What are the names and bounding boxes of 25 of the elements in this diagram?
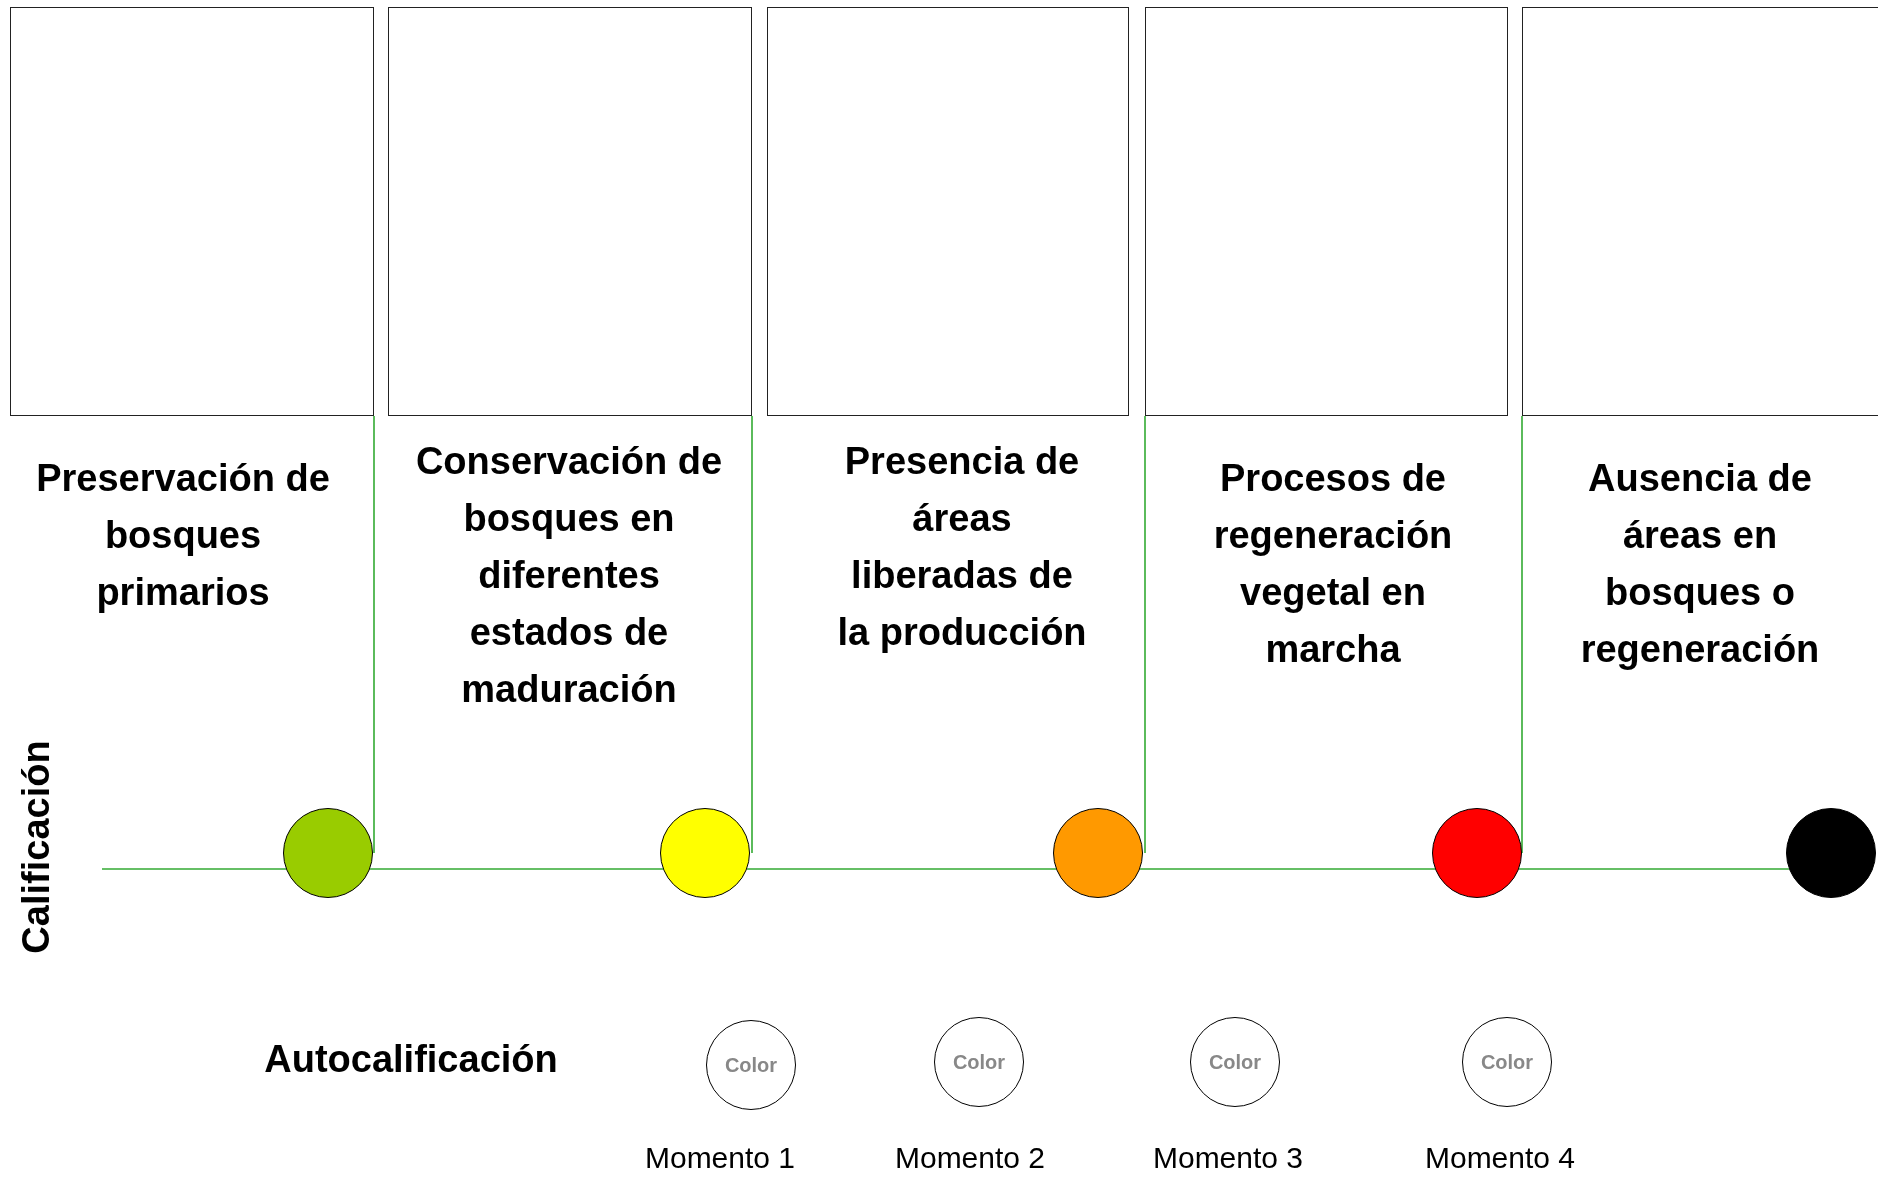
moment-label: Momento 2 [893, 1140, 1047, 1176]
connector-line [1518, 868, 1790, 870]
circle-label: Color [724, 1053, 778, 1077]
connector-line [369, 868, 664, 870]
moment-label: Momento 4 [1423, 1140, 1577, 1176]
moment-label: Momento 1 [643, 1140, 797, 1176]
connector-line [746, 868, 1057, 870]
picture-frame [1522, 7, 1878, 416]
column-heading: Preservación de bosques primarios [35, 456, 331, 615]
circle-label: Color [952, 1050, 1006, 1074]
moment-label: Momento 3 [1151, 1140, 1305, 1176]
picture-frame [1145, 7, 1508, 416]
circle-label: Color [1480, 1050, 1534, 1074]
picture-frame [10, 7, 374, 416]
row-title: Autocalificación [263, 1037, 559, 1082]
column-heading: Procesos de regeneración vegetal en marcha [1212, 456, 1454, 672]
column-heading: Presencia de áreas liberadas de la producción [837, 439, 1087, 655]
circle-label: Color [1208, 1050, 1262, 1074]
picture-frame [767, 7, 1129, 416]
connector-line [101, 868, 287, 870]
axis-title: Calificación [14, 739, 58, 956]
column-heading: Conservación de bosques en diferentes estados de maduración [414, 439, 724, 712]
column-heading: Ausencia de áreas en bosques o regeneración [1579, 456, 1821, 672]
connector-line [1139, 868, 1436, 870]
picture-frame [388, 7, 752, 416]
